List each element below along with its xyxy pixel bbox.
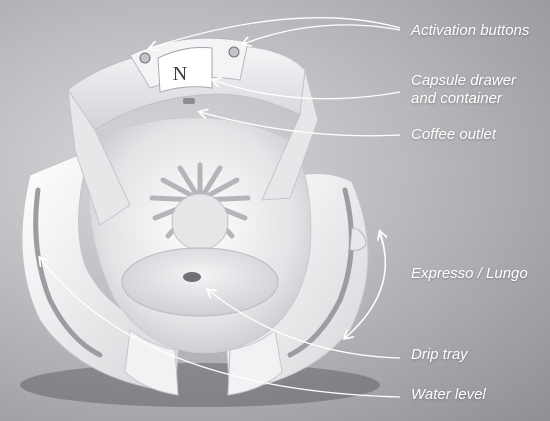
label-activation-buttons: Activation buttons [411,22,530,39]
front-left-leg [124,329,179,396]
drip-tray [121,247,279,317]
left-activation-button [139,52,151,64]
coffee-outlet [183,98,195,104]
selector-knob [349,227,367,251]
label-water-level: Water level [411,386,486,403]
label-coffee-outlet: Coffee outlet [411,126,497,143]
left-water-level-window [33,187,103,358]
nespresso-logo: N [173,63,187,85]
right-activation-button [228,46,240,58]
label-drip-tray: Drip tray [411,346,468,363]
capsule-drawer [157,47,213,93]
callout-leaders [40,17,401,398]
front-right-leg [227,329,283,396]
right-water-level-window [287,187,354,358]
ground-shadow [20,363,380,407]
drip-tray-hole [183,272,201,282]
sunburst-center [171,193,229,251]
top-right-pillar [261,69,319,201]
top-left-pillar [67,89,131,226]
label-capsule-drawer: Capsule drawer and container [411,72,517,107]
label-expresso-lungo: Expresso / Lungo [411,265,528,282]
